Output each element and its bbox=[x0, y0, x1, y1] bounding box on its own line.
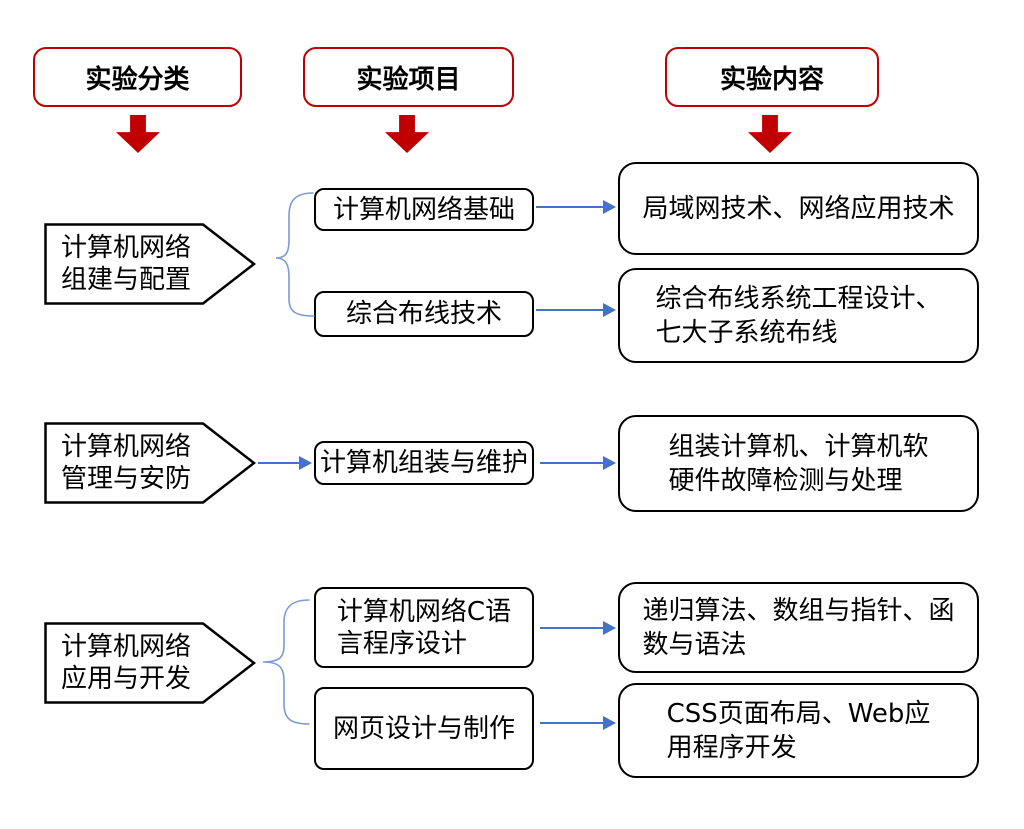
content-box-cabling-design: 综合布线系统工程设计、 七大子系统布线 bbox=[618, 268, 979, 363]
project-box-c-programming: 计算机网络C语 言程序设计 bbox=[314, 587, 534, 668]
header-label: 实验项目 bbox=[356, 64, 461, 95]
down-arrow-icon bbox=[116, 115, 160, 153]
category-label: 计算机网络 应用与开发 bbox=[60, 632, 191, 694]
category-network-management: 计算机网络 管理与安防 bbox=[44, 422, 256, 504]
content-box-css-web: CSS页面布局、Web应 用程序开发 bbox=[618, 683, 979, 778]
header-label: 实验内容 bbox=[719, 64, 824, 95]
content-label: CSS页面布局、Web应 用程序开发 bbox=[666, 698, 931, 763]
connector-arrow bbox=[258, 456, 312, 470]
connector-arrow bbox=[540, 621, 616, 635]
category-network-building: 计算机网络 组建与配置 bbox=[44, 223, 256, 305]
category-label: 计算机网络 管理与安防 bbox=[60, 432, 191, 494]
down-arrow-icon bbox=[748, 115, 792, 153]
project-box-network-basics: 计算机网络基础 bbox=[314, 188, 534, 231]
content-box-assembly-fault: 组装计算机、计算机软 硬件故障检测与处理 bbox=[618, 415, 979, 512]
project-box-web-design: 网页设计与制作 bbox=[314, 687, 534, 770]
pentagon-shape bbox=[44, 622, 256, 704]
connector-arrow bbox=[540, 716, 616, 730]
content-label: 综合布线系统工程设计、 七大子系统布线 bbox=[655, 283, 942, 348]
pentagon-shape bbox=[44, 223, 256, 305]
connector-arrow bbox=[536, 200, 616, 214]
project-label: 综合布线技术 bbox=[345, 299, 502, 329]
project-box-assembly-maintenance: 计算机组装与维护 bbox=[314, 441, 534, 485]
content-box-lan-tech: 局域网技术、网络应用技术 bbox=[618, 162, 979, 255]
header-experiment-project: 实验项目 bbox=[303, 47, 514, 107]
header-experiment-category: 实验分类 bbox=[33, 47, 242, 107]
connector-arrow bbox=[540, 456, 616, 470]
content-box-algorithms: 递归算法、数组与指针、函 数与语法 bbox=[618, 582, 979, 673]
category-label: 计算机网络 组建与配置 bbox=[60, 233, 191, 295]
category-network-development: 计算机网络 应用与开发 bbox=[44, 622, 256, 704]
project-label: 计算机网络基础 bbox=[332, 194, 515, 225]
down-arrow-icon bbox=[385, 115, 429, 153]
project-label: 计算机网络C语 言程序设计 bbox=[336, 596, 512, 659]
connector-arrow bbox=[536, 303, 616, 317]
project-label: 网页设计与制作 bbox=[332, 713, 515, 744]
project-box-cabling: 综合布线技术 bbox=[314, 291, 534, 337]
header-experiment-content: 实验内容 bbox=[665, 47, 879, 107]
project-label: 计算机组装与维护 bbox=[319, 448, 528, 478]
brace-connector bbox=[275, 192, 315, 317]
content-label: 组装计算机、计算机软 硬件故障检测与处理 bbox=[668, 431, 929, 496]
pentagon-shape bbox=[44, 422, 256, 504]
content-label: 局域网技术、网络应用技术 bbox=[642, 193, 955, 224]
header-label: 实验分类 bbox=[85, 64, 190, 95]
content-label: 递归算法、数组与指针、函 数与语法 bbox=[642, 595, 955, 660]
brace-connector bbox=[262, 599, 310, 725]
